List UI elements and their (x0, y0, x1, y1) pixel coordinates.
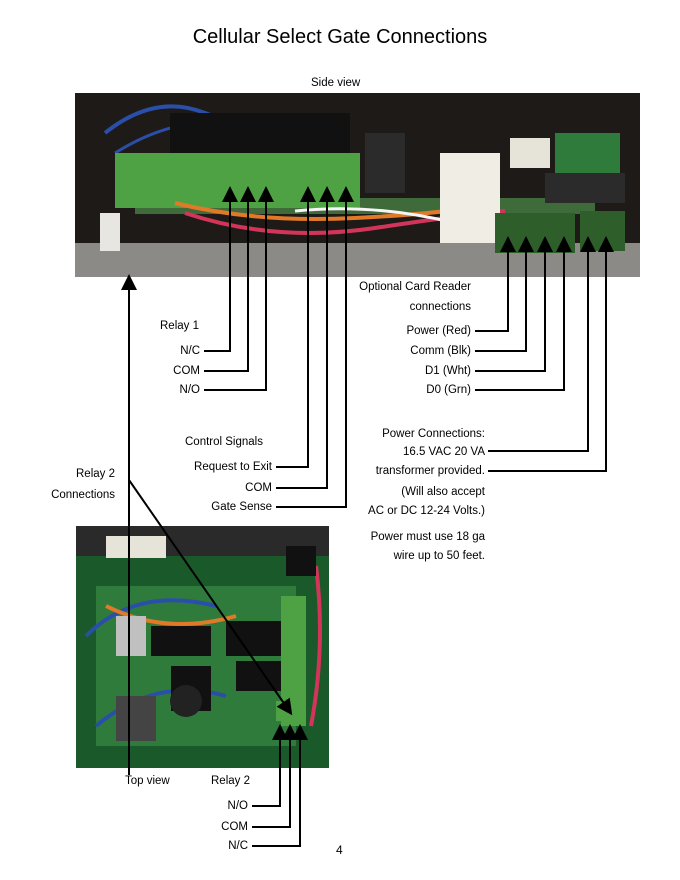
control-signals-heading: Control Signals (185, 436, 263, 448)
gate-sense-label: Gate Sense (211, 501, 272, 513)
relay2-connections-heading-line2: Connections (51, 489, 115, 501)
power-spec: 16.5 VAC 20 VA (402, 446, 485, 458)
card-d1-label: D1 (Wht) (425, 365, 471, 377)
relay1-no-label: N/O (179, 384, 200, 396)
card-reader-heading-line2: connections (409, 301, 471, 313)
card-reader-heading: Optional Card Reader (359, 281, 471, 293)
control-com-label: COM (245, 482, 272, 494)
card-d0-label: D0 (Grn) (426, 384, 471, 396)
side-view-caption: Side view (311, 77, 361, 89)
relay1-nc-label: N/C (180, 345, 200, 357)
request-to-exit-label: Request to Exit (194, 461, 272, 473)
relay1-com-label: COM (173, 365, 200, 377)
relay2-no-label: N/O (227, 800, 248, 812)
relay2-com-label: COM (221, 821, 248, 833)
relay2-nc-label: N/C (228, 840, 248, 852)
page-number: 4 (336, 843, 343, 857)
power-accept-range: AC or DC 12-24 Volts.) (368, 505, 485, 517)
power-heading: Power Connections: (382, 428, 485, 440)
relay1-heading: Relay 1 (160, 320, 199, 332)
power-accept: (Will also accept (401, 486, 485, 498)
power-note-line2: wire up to 50 feet. (393, 550, 485, 562)
power-note: Power must use 18 ga (370, 531, 485, 543)
card-power-label: Power (Red) (406, 325, 471, 337)
power-transformer: transformer provided. (375, 465, 485, 477)
page-title: Cellular Select Gate Connections (192, 26, 488, 48)
top-view-caption: Top view (125, 775, 170, 787)
relay2-heading: Relay 2 (211, 775, 250, 787)
relay2-connections-heading: Relay 2 (76, 468, 115, 480)
card-comm-label: Comm (Blk) (410, 345, 471, 357)
